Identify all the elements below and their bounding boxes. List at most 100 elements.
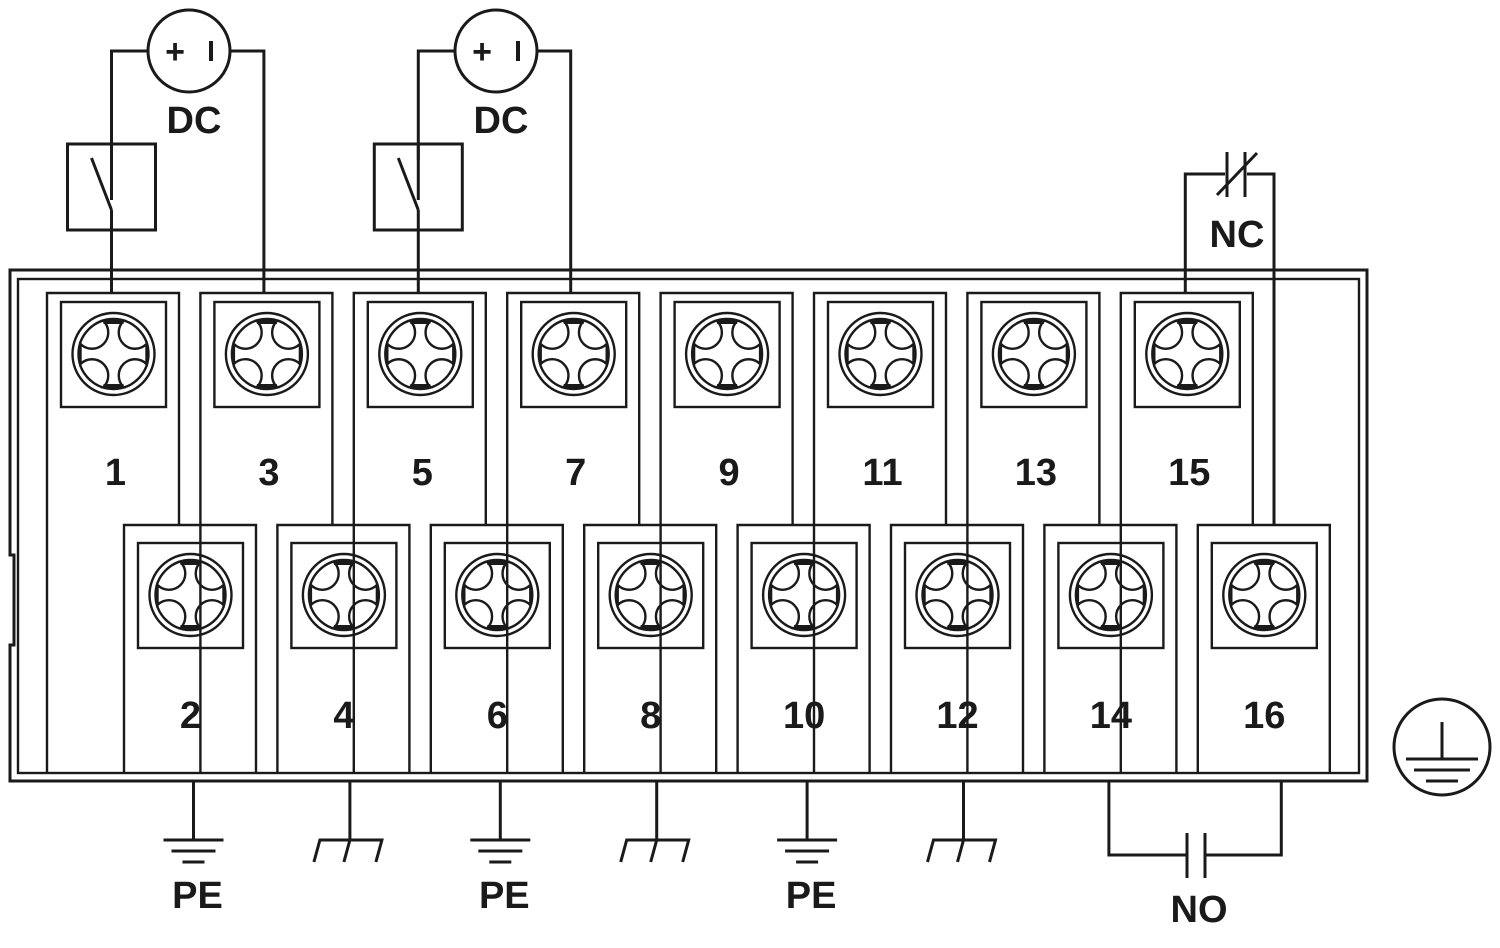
screw-window bbox=[366, 300, 474, 409]
screw-window bbox=[443, 541, 551, 650]
protective-earth-icon bbox=[1392, 697, 1492, 797]
terminal-5: 5 bbox=[352, 291, 487, 773]
screw-window bbox=[980, 300, 1088, 409]
screw-window bbox=[1133, 300, 1242, 409]
screw-cross bbox=[1230, 560, 1299, 630]
terminal-frame bbox=[429, 523, 564, 773]
screw-window bbox=[750, 541, 858, 650]
terminal-13: 13 bbox=[966, 291, 1101, 773]
terminal-number: 1 bbox=[105, 452, 126, 494]
screw-window bbox=[290, 541, 398, 650]
screw-inner-ring bbox=[77, 317, 150, 391]
screw-icon bbox=[1222, 552, 1307, 638]
terminal-frame bbox=[659, 291, 794, 773]
terminal-9: 9 bbox=[659, 291, 794, 773]
ground-6: PE bbox=[470, 781, 531, 917]
terminal-frame bbox=[1043, 523, 1178, 773]
terminal-number: 8 bbox=[640, 695, 661, 737]
ground-12 bbox=[926, 781, 998, 863]
screw-cross bbox=[769, 560, 839, 630]
terminal-frame bbox=[889, 523, 1025, 773]
screw-icon bbox=[838, 311, 923, 397]
screw-outer-ring bbox=[301, 552, 387, 638]
chassis-ground-icon bbox=[926, 838, 998, 863]
wire-plus bbox=[416, 49, 455, 200]
terminal-16: 16 bbox=[1196, 523, 1331, 773]
screw-outer-ring bbox=[915, 552, 1000, 638]
chassis-ground-icon bbox=[312, 838, 384, 863]
screw-outer-ring bbox=[1145, 311, 1230, 397]
screw-inner-ring bbox=[690, 317, 764, 391]
terminal-6: 6 bbox=[429, 523, 564, 773]
screw-cross bbox=[1153, 319, 1222, 389]
ground-4 bbox=[312, 781, 384, 863]
screw-window bbox=[59, 300, 168, 409]
screw-outer-ring bbox=[1222, 552, 1307, 638]
terminal-number: 6 bbox=[487, 695, 508, 737]
screw-window bbox=[1057, 541, 1165, 650]
dc-label: DC bbox=[474, 100, 529, 142]
terminal-frame bbox=[506, 291, 641, 773]
terminal-number: 12 bbox=[936, 695, 978, 737]
terminal-frame bbox=[276, 523, 411, 773]
dc-label: DC bbox=[167, 100, 222, 142]
terminal-frame bbox=[1119, 291, 1254, 773]
wire-minus bbox=[537, 49, 573, 293]
labels bbox=[1392, 697, 1492, 797]
terminal-8: 8 bbox=[583, 523, 718, 773]
screw-cross bbox=[999, 319, 1069, 389]
no-contact: NO bbox=[1107, 781, 1283, 931]
screw-icon bbox=[224, 311, 310, 397]
terminal-frame bbox=[966, 291, 1101, 773]
screw-icon bbox=[1145, 311, 1230, 397]
dc-source-1: +DC bbox=[66, 8, 266, 293]
screw-icon bbox=[684, 311, 770, 397]
screw-inner-ring bbox=[307, 558, 381, 632]
screw-cross bbox=[463, 560, 532, 630]
wire-no-left bbox=[1107, 781, 1187, 857]
screw-window bbox=[903, 541, 1012, 650]
screw-outer-ring bbox=[838, 311, 923, 397]
terminal-frame bbox=[122, 523, 258, 773]
nc-slash bbox=[1215, 151, 1259, 197]
dc-source-icon bbox=[146, 8, 232, 94]
screw-icon bbox=[301, 552, 387, 638]
terminal-number: 16 bbox=[1243, 695, 1285, 737]
terminal-4: 4 bbox=[276, 523, 411, 773]
screw-outer-ring bbox=[455, 552, 540, 638]
terminal-7: 7 bbox=[506, 291, 641, 773]
wire-no-right bbox=[1205, 781, 1283, 857]
switch-contact bbox=[396, 157, 420, 211]
terminal-frame bbox=[583, 523, 718, 773]
terminal-number: 9 bbox=[719, 452, 740, 494]
screw-inner-ring bbox=[1151, 317, 1224, 391]
screw-cross bbox=[79, 319, 148, 389]
screw-window bbox=[520, 300, 628, 409]
screw-cross bbox=[616, 560, 685, 630]
pe-label: PE bbox=[479, 875, 530, 917]
terminal-number: 11 bbox=[862, 452, 902, 494]
screw-outer-ring bbox=[684, 311, 770, 397]
screw-cross bbox=[309, 560, 379, 630]
screw-outer-ring bbox=[761, 552, 847, 638]
screw-window bbox=[826, 300, 935, 409]
screw-inner-ring bbox=[614, 558, 687, 632]
dc-source-2: +DC bbox=[372, 8, 573, 293]
switch-contact bbox=[90, 157, 113, 211]
screw-inner-ring bbox=[1228, 558, 1301, 632]
screw-icon bbox=[761, 552, 847, 638]
terminal-frame bbox=[199, 291, 334, 773]
terminal-frame bbox=[45, 291, 181, 773]
wire-plus bbox=[110, 49, 148, 200]
screw-outer-ring bbox=[991, 311, 1077, 397]
terminal-number: 3 bbox=[258, 452, 279, 494]
terminal-frame bbox=[812, 291, 948, 773]
screw-outer-ring bbox=[378, 311, 463, 397]
terminal-1: 1 bbox=[45, 291, 181, 773]
screw-inner-ring bbox=[767, 558, 841, 632]
terminal-10: 10 bbox=[736, 523, 871, 773]
pe-symbol-circle bbox=[1392, 697, 1492, 797]
screw-outer-ring bbox=[608, 552, 693, 638]
